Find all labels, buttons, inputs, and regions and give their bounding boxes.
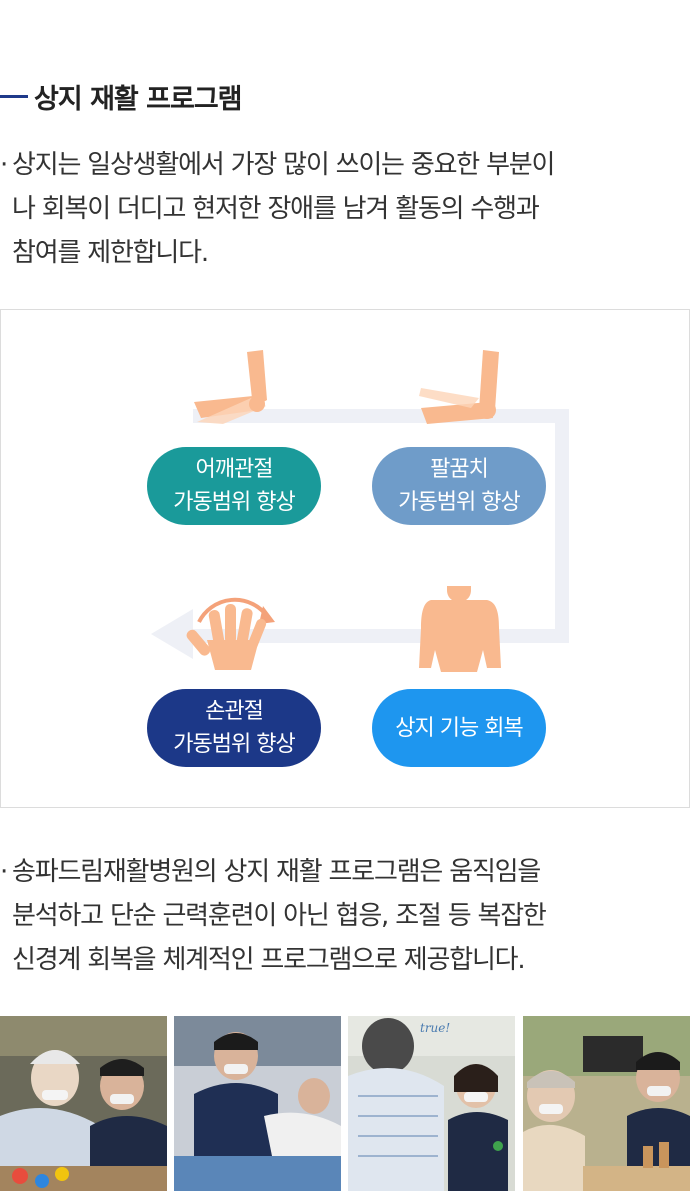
flow-loop-line	[191, 409, 569, 643]
elbow-arm-icon	[419, 350, 499, 424]
bullet-dot: ·	[0, 150, 8, 180]
shoulder-arm-icon	[194, 350, 267, 424]
step-label: 어깨관절	[195, 457, 274, 482]
section-title: 상지 재활 프로그램	[0, 76, 243, 116]
therapy-photo-strip: true!	[0, 1016, 690, 1191]
hand-rotate-icon	[186, 597, 275, 670]
paragraph-line: 분석하고 단순 근력훈련이 아닌 협응, 조절 등 복잡한	[0, 894, 690, 938]
paragraph-text: 참여를 제한합니다.	[12, 238, 209, 268]
therapy-photo-3: true!	[348, 1016, 515, 1191]
paragraph-text: 분석하고 단순 근력훈련이 아닌 협응, 조절 등 복잡한	[12, 901, 547, 931]
flow-arrowhead-icon	[151, 609, 193, 659]
page-title: 상지 재활 프로그램	[34, 83, 243, 115]
paragraph-line: ·상지는 일상생활에서 가장 많이 쓰이는 중요한 부분이	[0, 143, 690, 187]
sign-text: true!	[420, 1021, 450, 1035]
paragraph-text: 송파드림재활병원의 상지 재활 프로그램은 움직임을	[12, 857, 541, 887]
paragraph-text: 나 회복이 더디고 현저한 장애를 남겨 활동의 수행과	[12, 194, 540, 224]
step-label: 상지 기능 회복	[395, 715, 523, 741]
step-elbow-rom: 팔꿈치 가동범위 향상	[372, 447, 546, 525]
therapy-photo-2	[174, 1016, 341, 1191]
paragraph-line: ·송파드림재활병원의 상지 재활 프로그램은 움직임을	[0, 850, 690, 894]
rehab-cycle-diagram: 어깨관절 가동범위 향상 팔꿈치 가동범위 향상 손관절 가동범위 향상 상지 …	[0, 309, 690, 808]
step-label: 손관절	[205, 699, 264, 724]
paragraph-line: 나 회복이 더디고 현저한 장애를 남겨 활동의 수행과	[0, 187, 690, 231]
paragraph-text: 상지는 일상생활에서 가장 많이 쓰이는 중요한 부분이	[12, 150, 555, 180]
bullet-dot: ·	[0, 857, 8, 887]
step-label: 가동범위 향상	[173, 490, 295, 515]
step-wrist-rom: 손관절 가동범위 향상	[147, 689, 321, 767]
step-label: 가동범위 향상	[173, 732, 295, 757]
paragraph-line: 신경계 회복을 체계적인 프로그램으로 제공합니다.	[0, 938, 690, 982]
intro-paragraph: ·상지는 일상생활에서 가장 많이 쓰이는 중요한 부분이 나 회복이 더디고 …	[0, 143, 690, 275]
step-shoulder-rom: 어깨관절 가동범위 향상	[147, 447, 321, 525]
paragraph-text: 신경계 회복을 체계적인 프로그램으로 제공합니다.	[12, 945, 526, 975]
title-accent-bar	[0, 94, 28, 98]
step-label: 팔꿈치	[430, 457, 489, 482]
therapy-photo-4	[523, 1016, 690, 1191]
program-paragraph: ·송파드림재활병원의 상지 재활 프로그램은 움직임을 분석하고 단순 근력훈련…	[0, 850, 690, 982]
upper-body-icon	[419, 586, 501, 672]
step-label: 가동범위 향상	[398, 490, 520, 515]
flow-arrow-graphic	[151, 350, 569, 672]
step-upper-limb-recovery: 상지 기능 회복	[372, 689, 546, 767]
therapy-photo-1	[0, 1016, 167, 1191]
paragraph-line: 참여를 제한합니다.	[0, 231, 690, 275]
